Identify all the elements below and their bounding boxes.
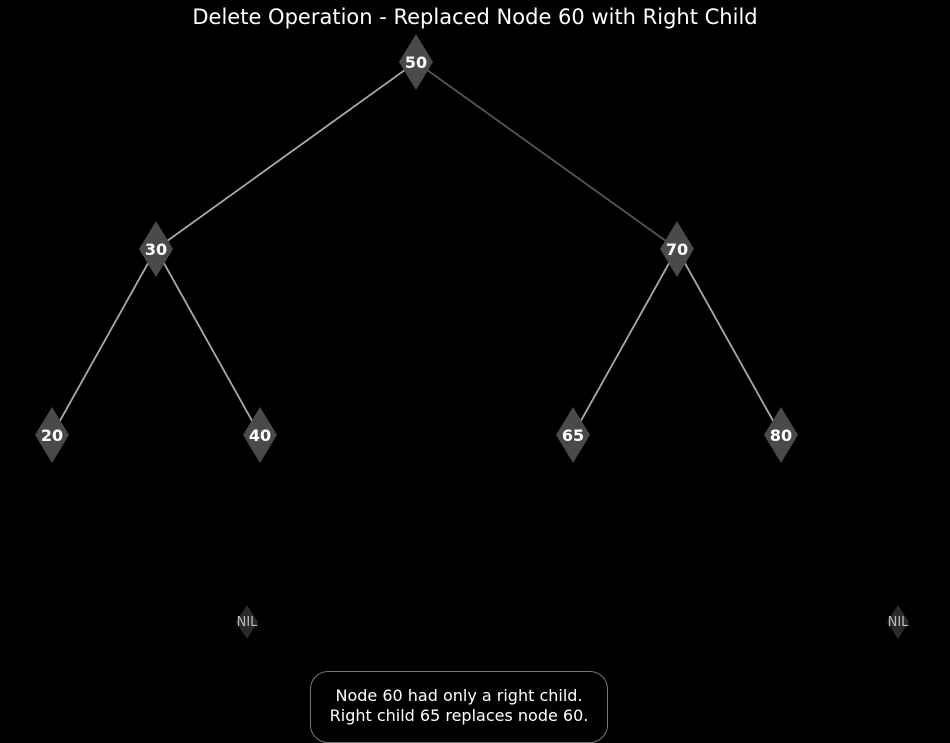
tree-node-65: 65: [556, 407, 590, 463]
node-label: 65: [562, 426, 584, 445]
node-label: 50: [405, 53, 427, 72]
tree-node-50: 50: [399, 34, 433, 90]
node-diamond-shape: [243, 407, 277, 463]
node-label: 70: [666, 240, 688, 259]
node-diamond-shape: [764, 407, 798, 463]
node-label: 20: [41, 426, 63, 445]
note-line-1: Node 60 had only a right child.: [335, 686, 583, 705]
node-label: NIL: [888, 615, 910, 630]
edges-layer: [51, 61, 782, 436]
edge-50-70: [415, 61, 678, 250]
node-label: NIL: [237, 615, 259, 630]
node-diamond-shape: [660, 221, 694, 277]
tree-node-70: 70: [660, 221, 694, 277]
tree-node-30: 30: [139, 221, 173, 277]
node-label: 40: [249, 426, 271, 445]
edge-30-40: [155, 248, 261, 436]
tree-node-20: 20: [35, 407, 69, 463]
node-diamond-shape: [556, 407, 590, 463]
node-label: 80: [770, 426, 792, 445]
node-diamond-shape: [399, 34, 433, 90]
node-diamond-shape: [236, 605, 258, 639]
edge-70-65: [572, 248, 678, 436]
edge-50-30: [155, 61, 417, 250]
info-note-box: Node 60 had only a right child. Right ch…: [310, 671, 608, 743]
tree-node-80: 80: [764, 407, 798, 463]
edge-70-80: [676, 248, 782, 436]
node-diamond-shape: [35, 407, 69, 463]
node-diamond-shape: [139, 221, 173, 277]
edge-30-20: [51, 248, 157, 436]
tree-node-40: 40: [243, 407, 277, 463]
diagram-title: Delete Operation - Replaced Node 60 with…: [192, 5, 758, 29]
note-line-2: Right child 65 replaces node 60.: [329, 706, 589, 725]
node-label: 30: [145, 240, 167, 259]
node-diamond-shape: [887, 605, 909, 639]
nil-node: NIL: [236, 605, 258, 639]
nil-node: NIL: [887, 605, 909, 639]
